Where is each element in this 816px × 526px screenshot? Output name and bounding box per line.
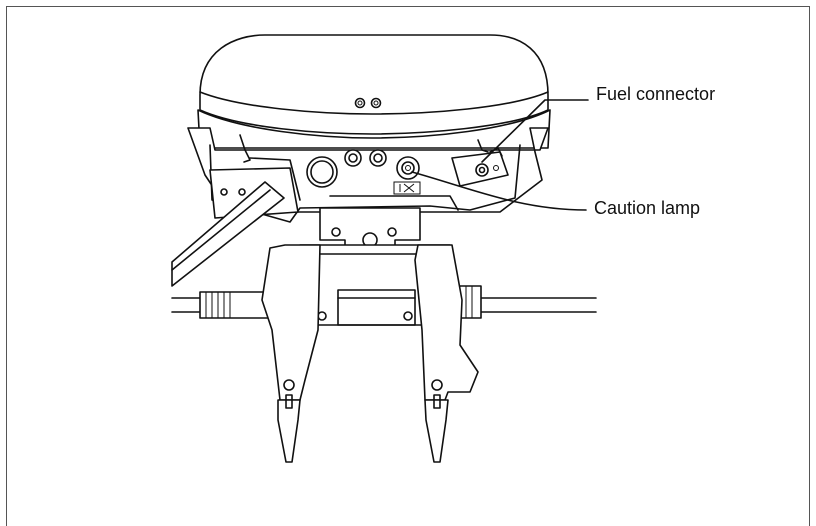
tiller-handle xyxy=(171,181,285,287)
caution-lamp-label: Caution lamp xyxy=(594,198,701,218)
figure-frame xyxy=(6,6,810,526)
fuel-connector-leader xyxy=(481,99,589,163)
front-connectors xyxy=(306,149,387,188)
caution-lamp xyxy=(396,156,420,180)
figure-canvas: Fuel connector Caution lamp xyxy=(6,6,810,526)
caution-lamp-leader xyxy=(411,171,587,211)
right-clamp-arm xyxy=(414,244,479,463)
fuel-connector xyxy=(451,147,509,187)
fuel-connector-label: Fuel connector xyxy=(596,84,716,104)
outboard-motor-drawing xyxy=(171,34,597,463)
left-clamp-arm xyxy=(261,244,321,463)
engine-cowling xyxy=(197,34,551,149)
